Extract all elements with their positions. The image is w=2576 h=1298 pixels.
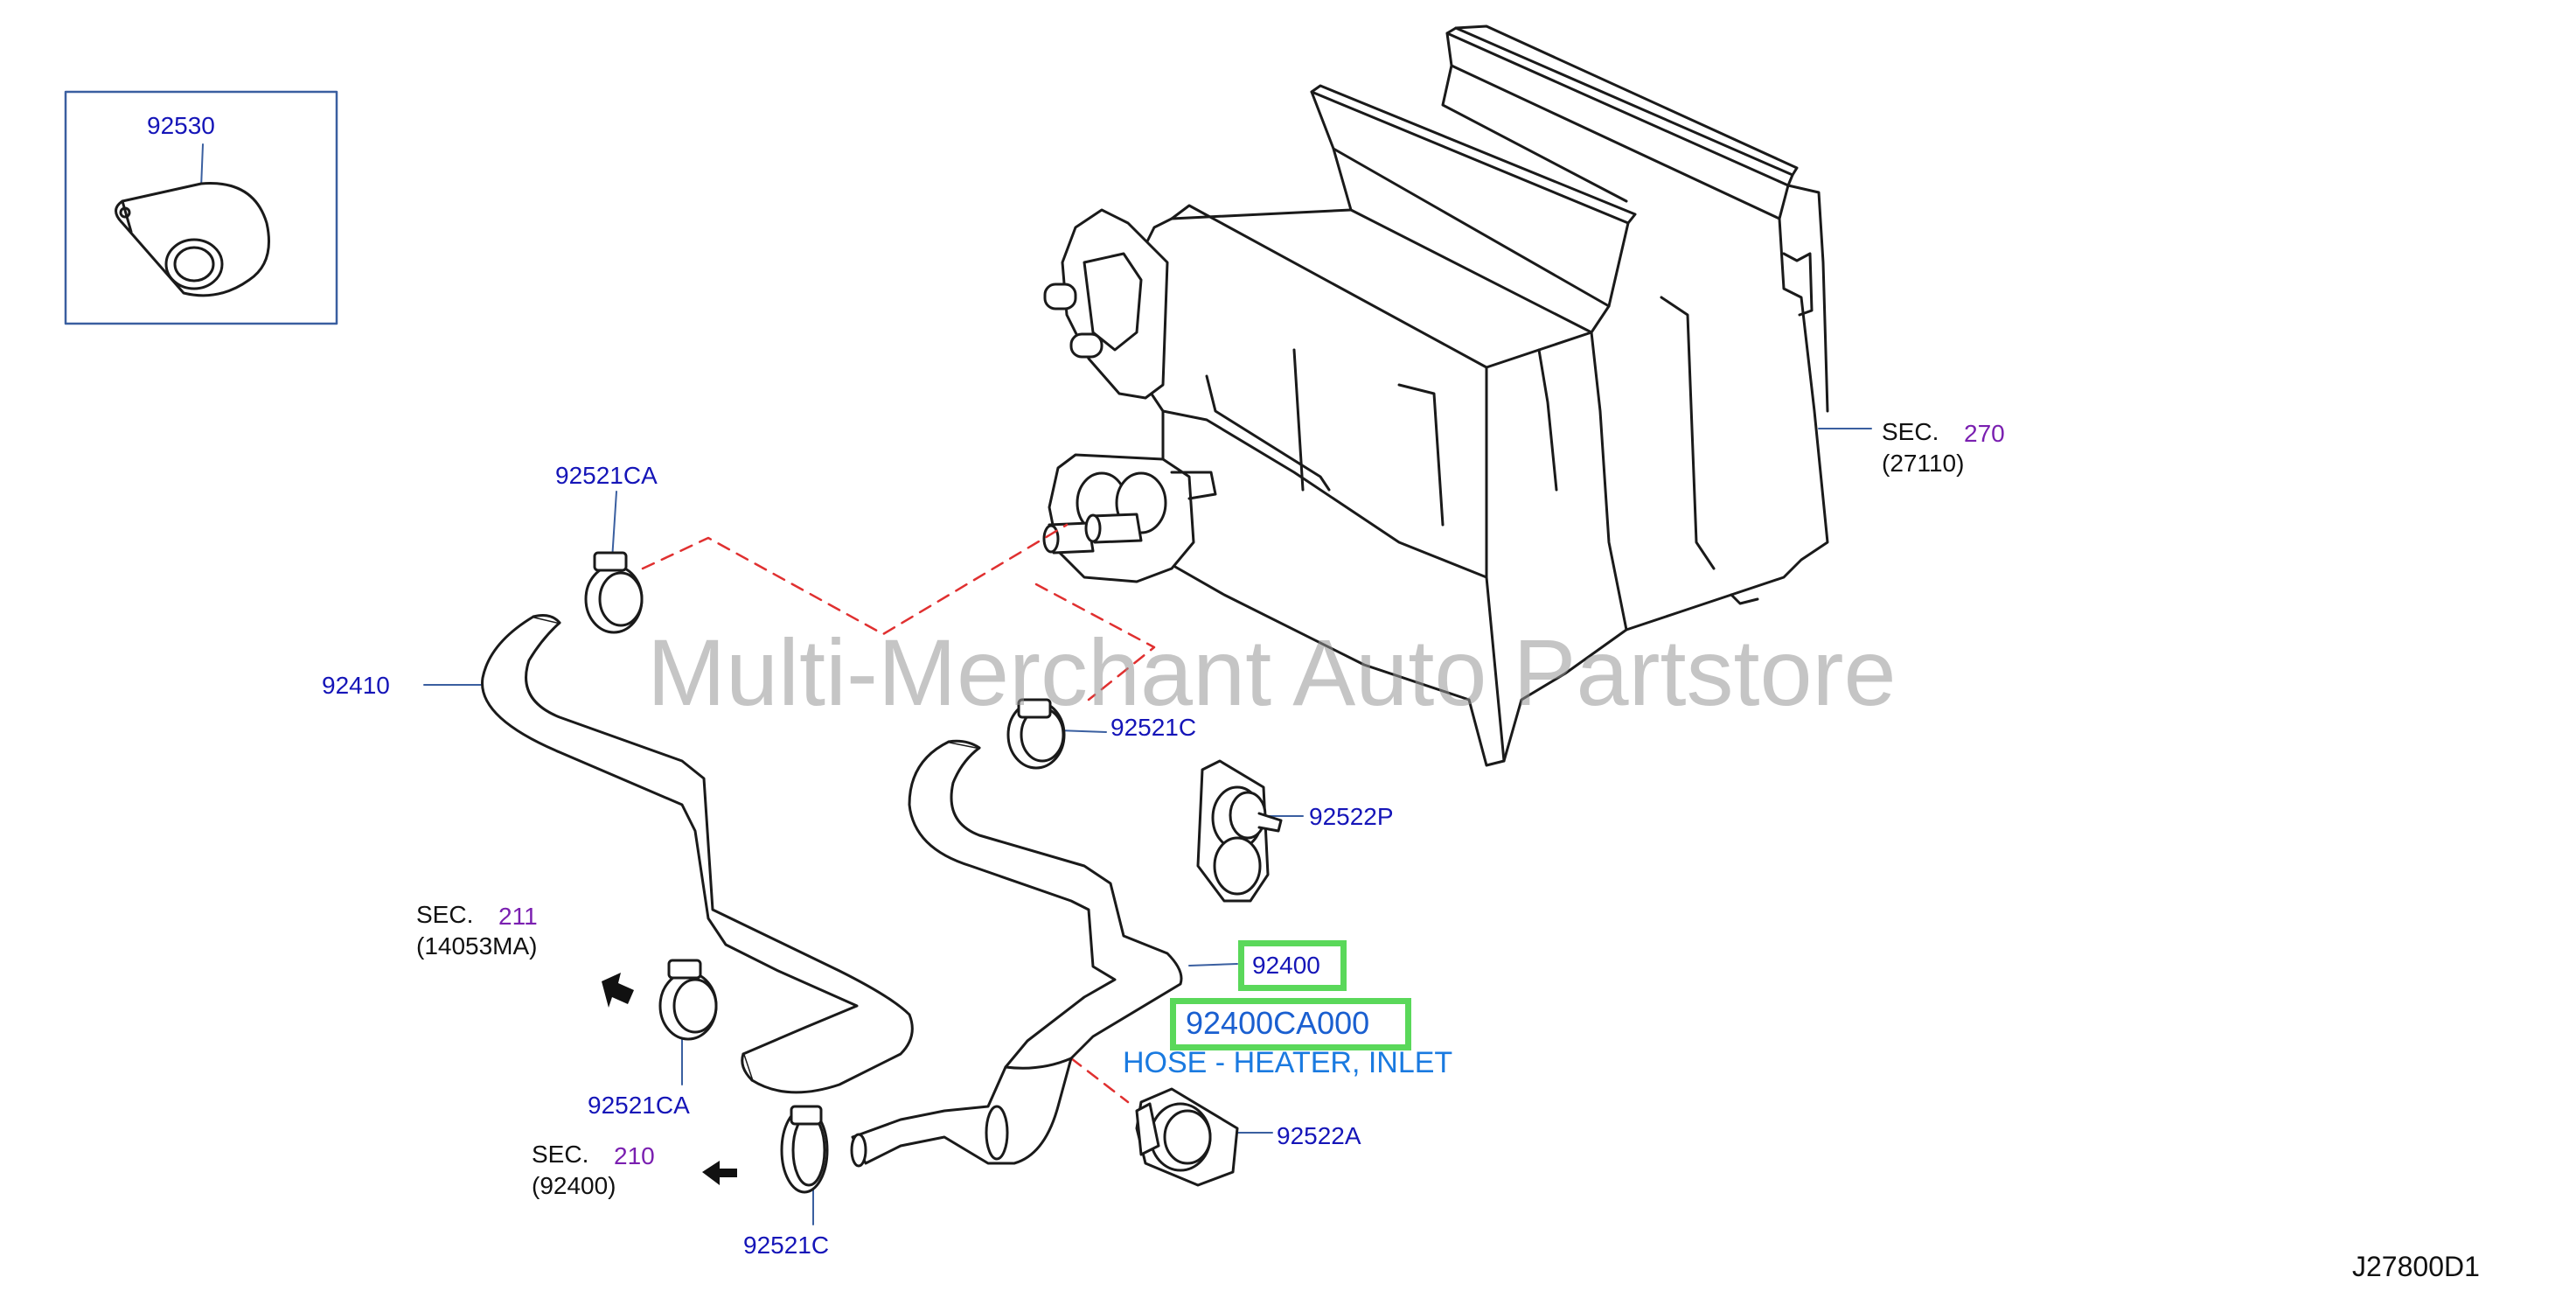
arrow-left-icon xyxy=(602,973,634,1008)
diagram-code: J27800D1 xyxy=(2352,1251,2480,1282)
sec-270-label: SEC. xyxy=(1882,418,1939,445)
sec-210-ref: (92400) xyxy=(532,1172,616,1199)
label-92521C-mid[interactable]: 92521C xyxy=(1110,714,1197,741)
clip-92521C-bot xyxy=(780,1105,829,1194)
sec-210-number[interactable]: 210 xyxy=(614,1142,655,1169)
inset-frame xyxy=(64,90,338,325)
label-92522A[interactable]: 92522A xyxy=(1277,1122,1361,1149)
clamp-92522A xyxy=(1135,1087,1239,1187)
label-92521CA-bot[interactable]: 92521CA xyxy=(588,1092,690,1119)
clip-92530-drawing xyxy=(115,143,270,297)
sec-210-label: SEC. xyxy=(532,1141,589,1168)
clip-92521CA-top xyxy=(584,551,644,634)
hose-description: HOSE - HEATER, INLET xyxy=(1123,1046,1453,1079)
highlight-box-92400 xyxy=(1238,940,1347,991)
label-92400[interactable]: 92400 xyxy=(1252,952,1320,979)
label-92400CA000[interactable]: 92400CA000 xyxy=(1186,1005,1370,1041)
sec-211-number[interactable]: 211 xyxy=(498,903,538,930)
label-92521CA-top[interactable]: 92521CA xyxy=(555,462,658,489)
clip-92521C-mid xyxy=(1006,698,1066,770)
watermark: Multi-Merchant Auto Partstore xyxy=(647,619,1897,725)
heater-unit-drawing xyxy=(1042,24,1829,767)
arrow-left-icon xyxy=(702,1161,737,1185)
clip-92521CA-bot xyxy=(658,959,718,1041)
label-92410[interactable]: 92410 xyxy=(322,672,390,699)
sec-270-number[interactable]: 270 xyxy=(1964,420,2005,447)
hose-92410 xyxy=(481,614,914,1094)
sec-211-label: SEC. xyxy=(416,901,474,928)
label-92522P[interactable]: 92522P xyxy=(1309,803,1394,830)
sec-270-ref: (27110) xyxy=(1882,450,1965,477)
hose-92400 xyxy=(850,739,1183,1168)
label-92521C-bot[interactable]: 92521C xyxy=(743,1232,830,1259)
label-92530[interactable]: 92530 xyxy=(147,112,215,139)
dashed-connectors xyxy=(641,523,1156,1104)
highlight-box-92400CA000 xyxy=(1170,998,1411,1050)
sec-211-ref: (14053MA) xyxy=(416,932,538,960)
clamp-92522P xyxy=(1196,759,1283,903)
